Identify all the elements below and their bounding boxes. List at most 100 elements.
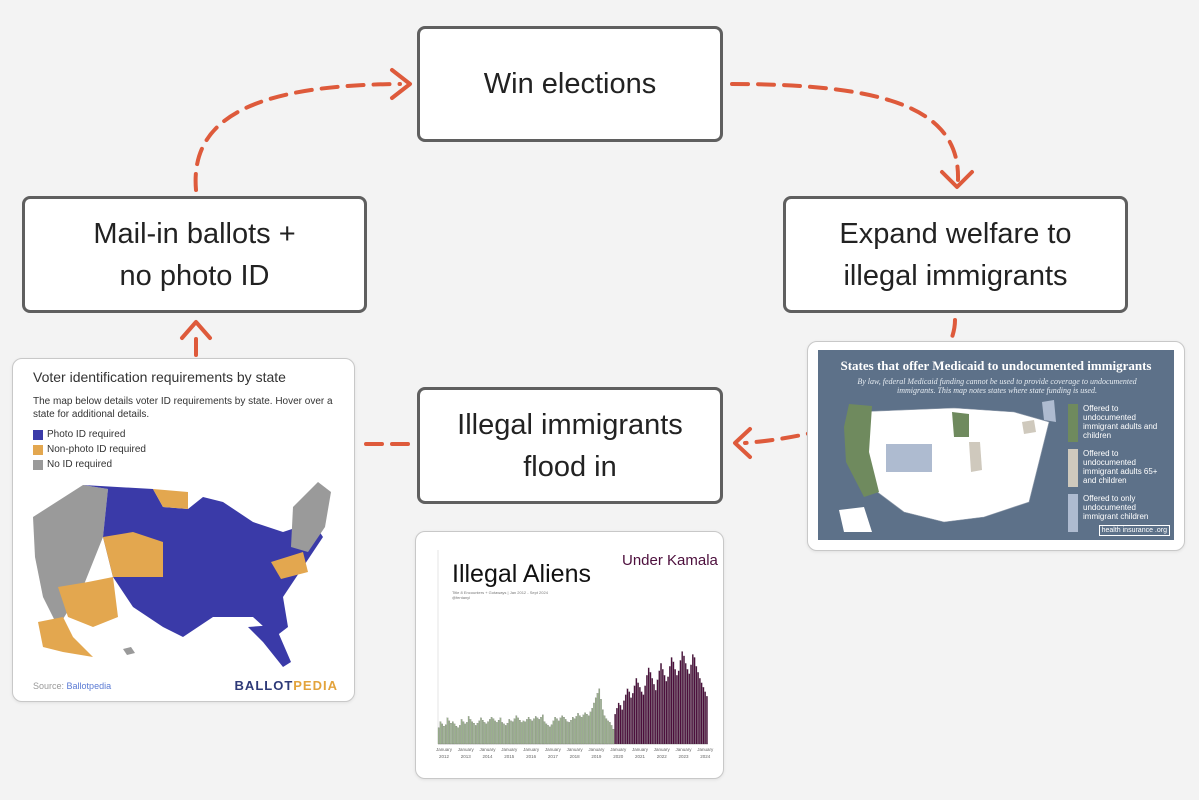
- x-tick-label: January: [632, 747, 649, 752]
- ballotpedia-logo: BALLOTPEDIA: [235, 678, 338, 693]
- map-photo-id-region: [83, 485, 323, 637]
- bar-pre-kamala: [437, 727, 440, 745]
- bar-under-kamala: [677, 670, 680, 745]
- map-non-photo-id-southwest: [58, 577, 118, 627]
- bar-under-kamala: [632, 693, 634, 745]
- legend-non-photo-id: Non-photo ID required: [33, 444, 146, 455]
- bar-pre-kamala: [515, 715, 518, 745]
- bar-under-kamala: [700, 682, 703, 745]
- bar-pre-kamala: [610, 725, 613, 745]
- chart-subtitle: Title 8 Encounters + Gotaways | Jan 2012…: [452, 590, 548, 600]
- chart-annotation: Under Kamala: [622, 552, 718, 569]
- medicaid-panel: States that offer Medicaid to undocument…: [818, 350, 1174, 540]
- bar-pre-kamala: [534, 716, 537, 745]
- bar-pre-kamala: [496, 722, 498, 745]
- bar-pre-kamala: [586, 714, 588, 745]
- bar-under-kamala: [704, 691, 706, 745]
- bar-under-kamala: [683, 655, 685, 745]
- x-tick-label: January: [675, 747, 692, 752]
- bar-pre-kamala: [579, 715, 581, 745]
- x-tick-label: 2024: [700, 754, 711, 759]
- map-green-midwest: [952, 412, 969, 437]
- legend-label: No ID required: [47, 459, 113, 470]
- bar-pre-kamala: [559, 717, 562, 745]
- bar-under-kamala: [642, 694, 645, 745]
- bar-under-kamala: [697, 672, 699, 745]
- bar-under-kamala: [644, 685, 646, 745]
- map-blue-mountain: [886, 444, 932, 472]
- legend-swatch: [1068, 449, 1078, 487]
- node-label: Win elections: [483, 68, 657, 100]
- node-immigrants-flood: Illegal immigrants flood in: [417, 387, 723, 504]
- bar-under-kamala: [639, 687, 641, 745]
- bar-under-kamala: [662, 669, 664, 745]
- bar-pre-kamala: [587, 715, 590, 745]
- bar-pre-kamala: [520, 722, 523, 745]
- x-tick-label: 2018: [570, 754, 581, 759]
- source-label: Source:: [33, 681, 65, 691]
- node-win-elections: Win elections: [417, 26, 723, 142]
- bar-pre-kamala: [446, 717, 449, 745]
- node-label-line1: Mail-in ballots +: [93, 217, 296, 250]
- medicaid-title: States that offer Medicaid to undocument…: [840, 358, 1152, 373]
- bar-pre-kamala: [609, 722, 611, 745]
- bar-pre-kamala: [538, 719, 541, 745]
- bar-under-kamala: [653, 684, 655, 745]
- bar-pre-kamala: [570, 720, 572, 745]
- bar-pre-kamala: [519, 720, 521, 745]
- bar-under-kamala: [693, 657, 696, 745]
- source-link[interactable]: Ballotpedia: [66, 681, 112, 691]
- brand-part-b: PEDIA: [293, 678, 338, 693]
- x-tick-label: January: [610, 747, 627, 752]
- bar-pre-kamala: [503, 723, 505, 745]
- brand-part-a: BALLOT: [234, 678, 294, 693]
- arrowhead-win: [390, 68, 412, 100]
- node-label-line2: no photo ID: [119, 259, 270, 292]
- bar-pre-kamala: [490, 717, 493, 745]
- map-no-id-northeast: [291, 482, 331, 552]
- bar-under-kamala: [676, 675, 678, 745]
- bar-under-kamala: [649, 672, 652, 745]
- bar-pre-kamala: [482, 720, 484, 745]
- map-beige-northeast: [1022, 420, 1036, 434]
- bar-pre-kamala: [439, 721, 442, 745]
- bar-under-kamala: [669, 666, 671, 745]
- bar-pre-kamala: [466, 722, 468, 745]
- bar-under-kamala: [614, 714, 616, 745]
- bar-under-kamala: [674, 669, 676, 745]
- map-alaska: [38, 617, 93, 657]
- bar-pre-kamala: [557, 720, 560, 745]
- bar-under-kamala: [630, 697, 632, 745]
- bar-under-kamala: [623, 700, 625, 745]
- bar-pre-kamala: [545, 723, 548, 745]
- bar-pre-kamala: [448, 720, 451, 745]
- bar-pre-kamala: [471, 721, 473, 745]
- bar-pre-kamala: [459, 725, 461, 745]
- node-label-line2: flood in: [523, 450, 617, 483]
- bar-pre-kamala: [536, 717, 539, 745]
- bar-under-kamala: [640, 691, 643, 745]
- bar-pre-kamala: [473, 723, 475, 745]
- bar-under-kamala: [654, 690, 657, 745]
- x-tick-label: 2013: [461, 754, 472, 759]
- bar-pre-kamala: [526, 719, 528, 745]
- x-tick-label: January: [567, 747, 584, 752]
- bar-under-kamala: [686, 669, 689, 745]
- x-tick-label: 2017: [548, 754, 559, 759]
- legend-photo-id: Photo ID required: [33, 429, 125, 440]
- bar-pre-kamala: [460, 719, 463, 745]
- map-photo-id-florida: [248, 625, 291, 667]
- bar-under-kamala: [663, 675, 666, 745]
- bar-pre-kamala: [510, 720, 512, 745]
- bar-under-kamala: [628, 691, 631, 745]
- bar-under-kamala: [684, 663, 687, 745]
- bar-pre-kamala: [497, 720, 500, 745]
- bar-under-kamala: [692, 654, 694, 745]
- bar-pre-kamala: [598, 688, 601, 745]
- voter-map-title: Voter identification requirements by sta…: [33, 369, 286, 385]
- bar-pre-kamala: [554, 717, 556, 745]
- legend-swatch: [33, 429, 43, 440]
- bar-pre-kamala: [603, 715, 606, 745]
- map-blue-northeast: [1042, 400, 1056, 422]
- legend-swatch: [1068, 404, 1078, 442]
